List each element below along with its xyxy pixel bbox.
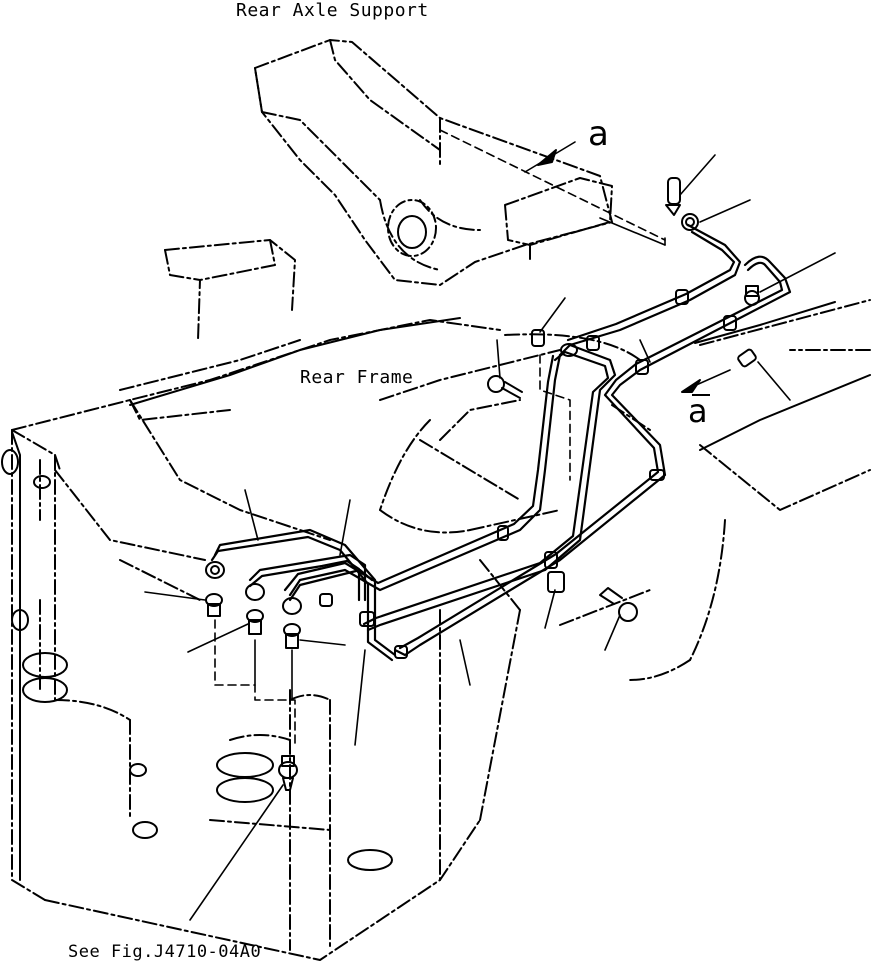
rear-axle-support-label: Rear Axle Support (236, 0, 429, 21)
view-a-overbar (692, 394, 710, 396)
rear-axle-support-outline (254, 39, 613, 286)
arrowheads (537, 149, 701, 393)
leader-lines (144, 129, 836, 921)
frame-bushings (1, 449, 393, 871)
tube-bundle (210, 223, 792, 662)
rear-frame-label: Rear Frame (300, 367, 414, 388)
see-fig-reference-label: See Fig.J4710-04A0 (68, 942, 262, 962)
fittings (205, 177, 760, 791)
view-a-label-bottom: a (688, 392, 709, 430)
rear-frame-outline (11, 239, 871, 961)
rear-frame-edges (11, 301, 871, 881)
view-a-label-top: a (588, 114, 610, 154)
axle-bore (387, 199, 437, 257)
